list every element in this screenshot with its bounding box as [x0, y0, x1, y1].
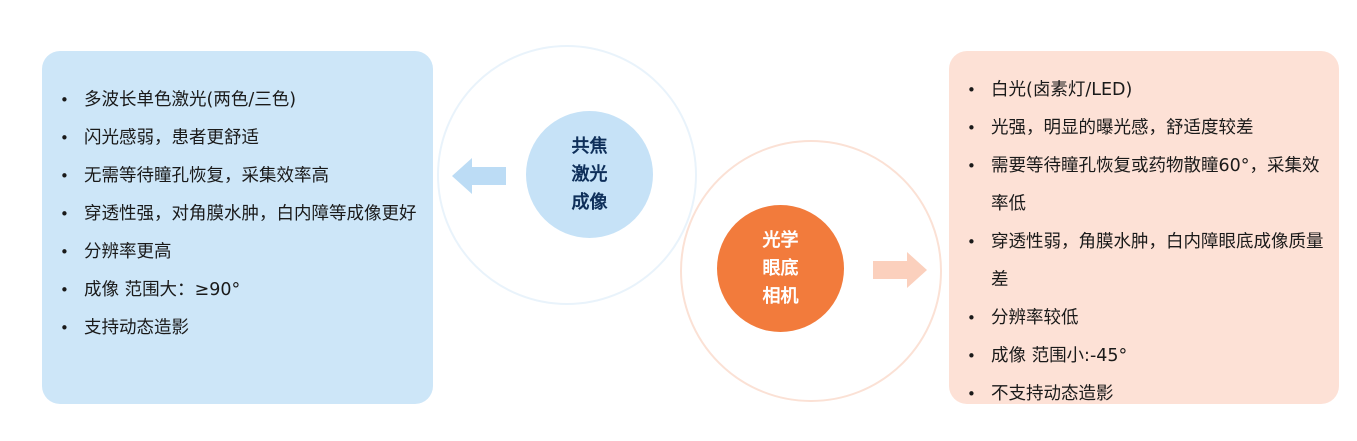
- list-item: 不支持动态造影: [965, 375, 1329, 413]
- confocal-label: 共焦 激光 成像: [571, 135, 608, 213]
- arrow-left-icon: [452, 158, 506, 194]
- list-item: 需要等待瞳孔恢复或药物散瞳60°，采集效率低: [965, 147, 1329, 223]
- confocal-feature-panel: 多波长单色激光(两色/三色) 闪光感弱，患者更舒适 无需等待瞳孔恢复，采集效率高…: [42, 51, 433, 404]
- list-item: 支持动态造影: [58, 309, 418, 347]
- confocal-feature-list: 多波长单色激光(两色/三色) 闪光感弱，患者更舒适 无需等待瞳孔恢复，采集效率高…: [58, 81, 418, 347]
- arrow-right-icon: [873, 252, 927, 288]
- list-item: 光强，明显的曝光感，舒适度较差: [965, 109, 1329, 147]
- fundus-camera-label: 光学 眼底 相机: [762, 229, 799, 307]
- list-item: 分辨率较低: [965, 299, 1329, 337]
- list-item: 多波长单色激光(两色/三色): [58, 81, 418, 119]
- fundus-outer-ring: [680, 140, 942, 402]
- list-item: 闪光感弱，患者更舒适: [58, 119, 418, 157]
- fundus-camera-feature-list: 白光(卤素灯/LED) 光强，明显的曝光感，舒适度较差 需要等待瞳孔恢复或药物散…: [965, 71, 1329, 413]
- fundus-camera-feature-panel: 白光(卤素灯/LED) 光强，明显的曝光感，舒适度较差 需要等待瞳孔恢复或药物散…: [949, 51, 1339, 413]
- list-item: 穿透性强，对角膜水肿，白内障等成像更好: [58, 195, 418, 233]
- confocal-laser-imaging-circle: 共焦 激光 成像: [526, 111, 653, 238]
- list-item: 成像 范围大：≥90°: [58, 271, 418, 309]
- list-item: 穿透性弱，角膜水肿，白内障眼底成像质量差: [965, 223, 1329, 299]
- list-item: 白光(卤素灯/LED): [965, 71, 1329, 109]
- list-item: 成像 范围小:-45°: [965, 337, 1329, 375]
- list-item: 无需等待瞳孔恢复，采集效率高: [58, 157, 418, 195]
- confocal-outer-ring: [437, 45, 697, 305]
- list-item: 分辨率更高: [58, 233, 418, 271]
- optical-fundus-camera-circle: 光学 眼底 相机: [717, 205, 844, 332]
